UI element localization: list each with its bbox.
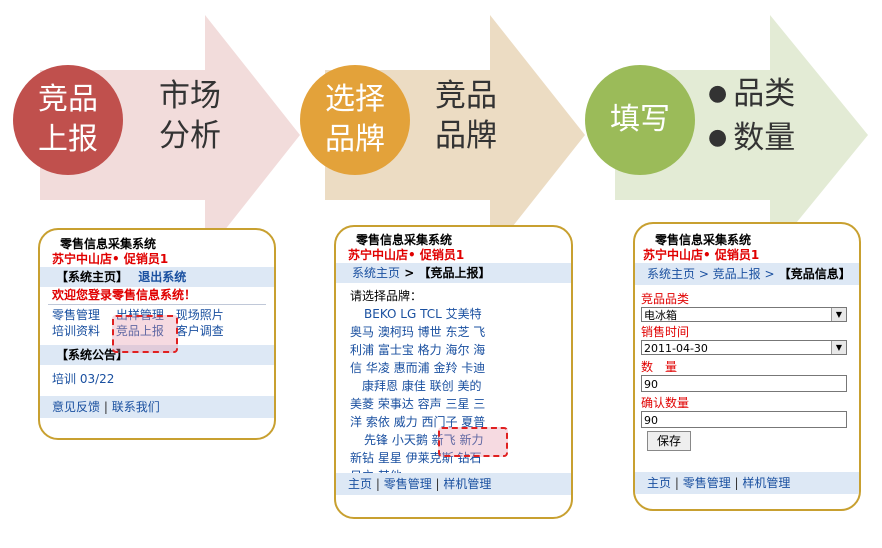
phone-screen-competitor-info: 零售信息采集系统 苏宁中山店• 促销员1 系统主页 > 竞品上报 > 【竞品信息… (633, 222, 861, 511)
date-label: 销售时间 (641, 325, 690, 339)
confirm-quantity-label: 确认数量 (641, 396, 690, 410)
brand-line[interactable]: 洋 索依 威力 西门子 夏普 (350, 415, 486, 429)
highlight-competitor-report (112, 315, 178, 353)
save-button[interactable]: 保存 (647, 431, 691, 451)
footer-home[interactable]: 主页 (647, 476, 672, 490)
menu-training[interactable]: 培训资料 (52, 324, 101, 338)
brand-line[interactable]: BEKO LG TCL 艾美特 (364, 307, 482, 321)
brand-line[interactable]: 康拜恩 康佳 联创 美的 (362, 379, 482, 393)
menu-photos[interactable]: 现场照片 (175, 308, 224, 322)
breadcrumb-home[interactable]: 系统主页 (352, 266, 401, 280)
step-2-text: 竞品 品牌 (435, 78, 497, 154)
highlight-electrolux (438, 427, 508, 457)
footer-retail[interactable]: 零售管理 (682, 476, 731, 490)
footer-retail[interactable]: 零售管理 (383, 477, 432, 491)
app-title: 零售信息采集系统 (60, 237, 157, 251)
store-info: 苏宁中山店• 促销员1 (643, 248, 760, 262)
category-select[interactable]: 电冰箱 ▼ (641, 307, 847, 322)
notice-title: 【系统公告】 (40, 345, 274, 365)
circle-step-2 (300, 65, 410, 175)
breadcrumb-current: 【竞品信息】 (778, 267, 851, 281)
nav-bar: 【系统主页】 退出系统 (40, 267, 274, 287)
phone-screen-home: 零售信息采集系统 苏宁中山店• 促销员1 【系统主页】 退出系统 欢迎您登录零售… (38, 228, 276, 440)
brand-line[interactable]: 利浦 富士宝 格力 海尔 海 (350, 343, 486, 357)
quantity-label: 数 量 (641, 360, 678, 374)
step-3-bullets: ●品类 ●数量 (708, 72, 795, 160)
menu-competitor-report[interactable]: 竞品上报 (115, 324, 164, 338)
notice-item[interactable]: 培训 03/22 (52, 372, 115, 386)
store-info: 苏宁中山店• 促销员1 (348, 248, 465, 262)
arrow-step-1 (40, 15, 300, 255)
contact-link[interactable]: 联系我们 (111, 400, 160, 414)
arrow-step-3 (615, 15, 868, 255)
app-title: 零售信息采集系统 (655, 233, 752, 247)
quantity-input[interactable]: 90 (641, 375, 847, 392)
brand-line[interactable]: 奥马 澳柯玛 博世 东芝 飞 (350, 325, 486, 339)
arrow-step-2 (325, 15, 585, 255)
menu-grid: 零售管理 出样管理 现场照片 培训资料 竞品上报 客户调查 (40, 305, 274, 339)
menu-survey[interactable]: 客户调查 (175, 324, 224, 338)
welcome-message: 欢迎您登录零售信息系统！ (52, 288, 197, 302)
footer-links: 主页 | 零售管理 | 样机管理 (635, 472, 859, 494)
footer-links: 意见反馈 | 联系我们 (40, 396, 274, 418)
circle-3-label: 填写 (610, 102, 670, 137)
brand-line[interactable]: 先锋 小天鹅 新飞 新力 (364, 433, 484, 447)
store-info: 苏宁中山店• 促销员1 (52, 252, 169, 266)
footer-sample[interactable]: 样机管理 (443, 477, 492, 491)
circle-1-label: 竞品 上报 (38, 82, 98, 157)
confirm-quantity-input[interactable]: 90 (641, 411, 847, 428)
chevron-down-icon[interactable]: ▼ (831, 341, 846, 354)
brand-line[interactable]: 信 华凌 惠而浦 金羚 卡迪 (350, 361, 486, 375)
app-title: 零售信息采集系统 (356, 233, 453, 247)
footer-links: 主页 | 零售管理 | 样机管理 (336, 473, 571, 495)
footer-home[interactable]: 主页 (348, 477, 373, 491)
brand-line[interactable]: 新钻 星星 伊莱克斯 钻石 (350, 451, 482, 465)
circle-step-1 (13, 65, 123, 175)
feedback-link[interactable]: 意见反馈 (52, 400, 101, 414)
bullet-item: ●数量 (708, 120, 796, 156)
circle-2-label: 选择 品牌 (325, 82, 385, 157)
category-label: 竞品品类 (641, 292, 690, 306)
nav-home[interactable]: 【系统主页】 (56, 270, 129, 284)
step-1-text: 市场 分析 (159, 78, 221, 154)
logout-link[interactable]: 退出系统 (138, 270, 187, 284)
breadcrumb: 系统主页 > 竞品上报 > 【竞品信息】 (635, 263, 859, 285)
bullet-item: ●品类 (708, 76, 796, 112)
brand-list: BEKO LG TCL 艾美特 奥马 澳柯玛 博世 东芝 飞 利浦 富士宝 格力… (336, 305, 571, 485)
breadcrumb-path[interactable]: 系统主页 > 竞品上报 > (647, 267, 775, 281)
phone-screen-brand-select: 零售信息采集系统 苏宁中山店• 促销员1 系统主页 > 【竞品上报】 请选择品牌… (334, 225, 573, 519)
breadcrumb-current: 【竞品上报】 (418, 266, 491, 280)
circle-step-3 (585, 65, 695, 175)
menu-retail[interactable]: 零售管理 (52, 308, 101, 322)
breadcrumb: 系统主页 > 【竞品上报】 (336, 263, 571, 283)
brand-line[interactable]: 美菱 荣事达 容声 三星 三 (350, 397, 486, 411)
chevron-down-icon[interactable]: ▼ (831, 308, 846, 321)
date-select[interactable]: 2011-04-30 ▼ (641, 340, 847, 355)
brand-prompt: 请选择品牌： (350, 289, 423, 303)
footer-sample[interactable]: 样机管理 (742, 476, 791, 490)
